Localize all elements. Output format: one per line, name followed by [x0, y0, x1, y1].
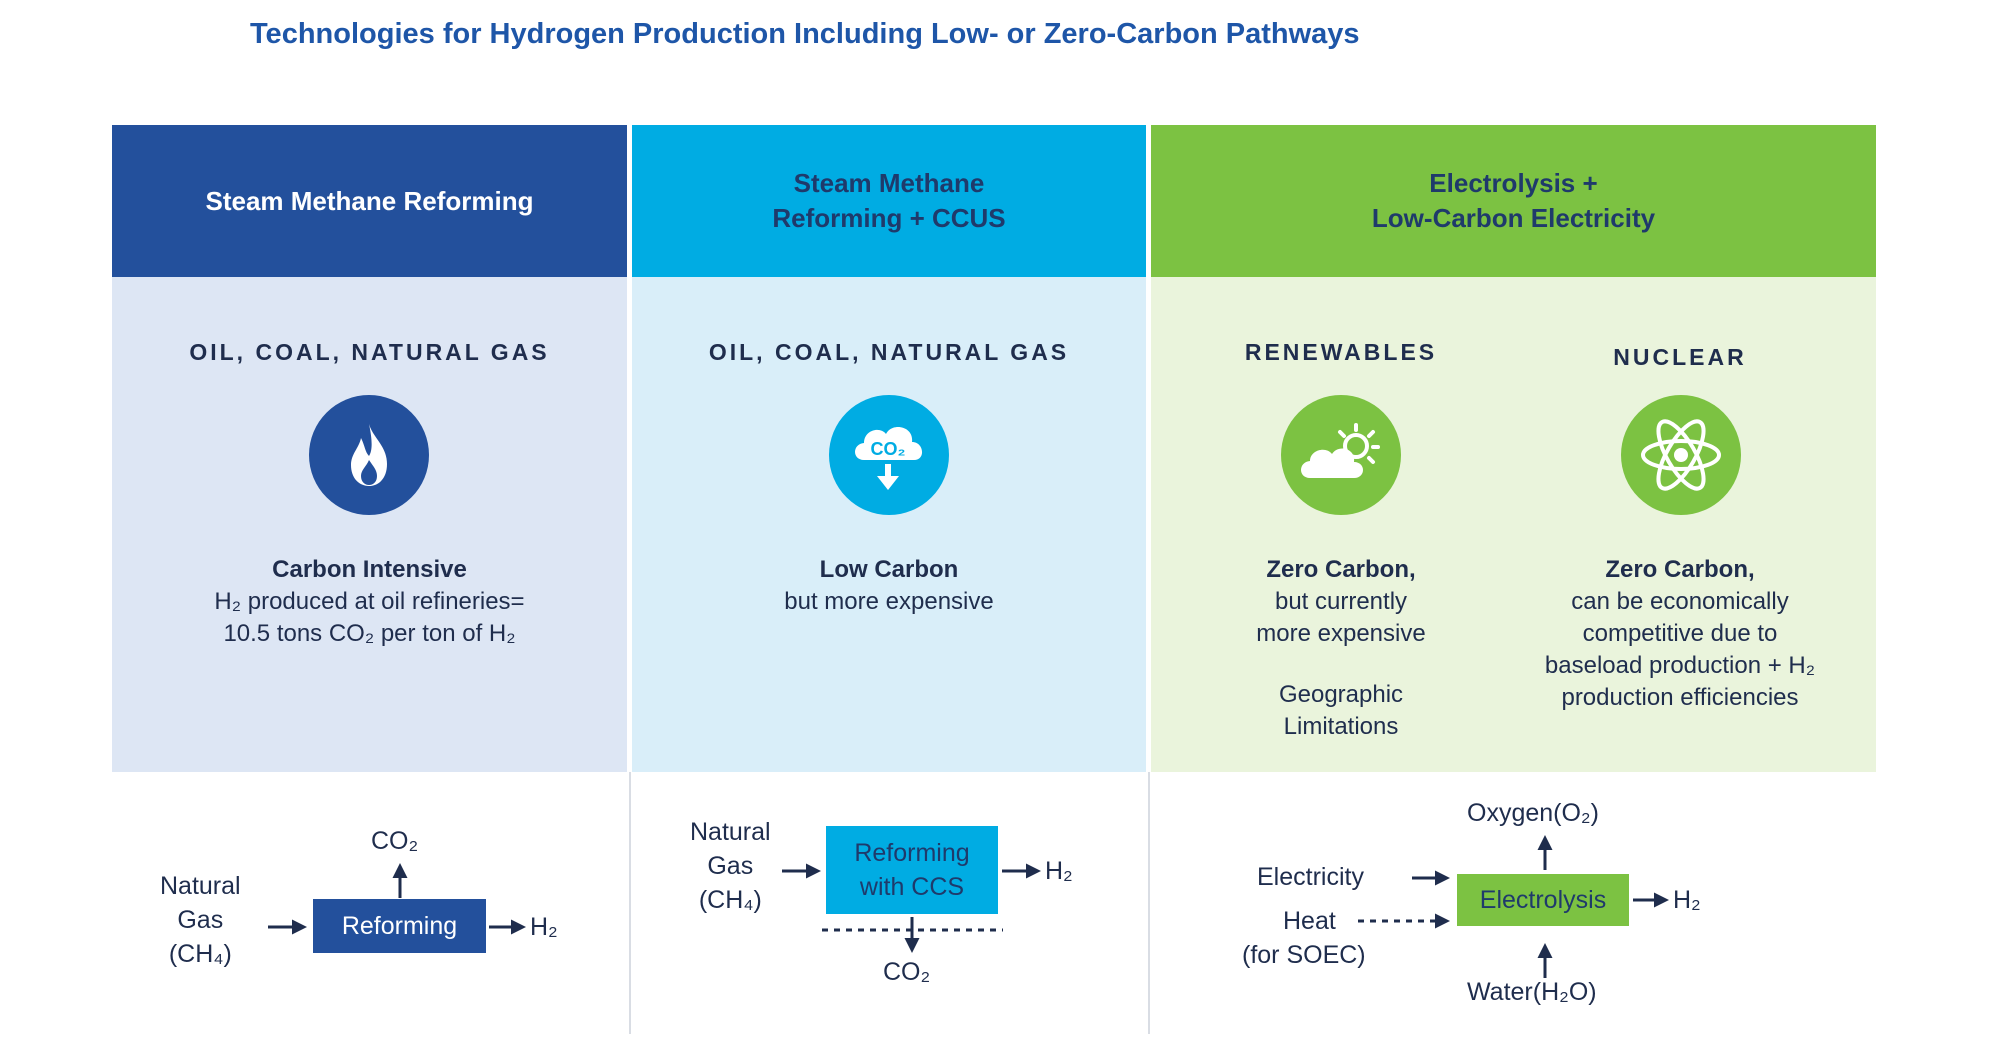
- column-header: Steam Methane Reforming: [112, 125, 627, 277]
- description-title: Zero Carbon,: [1605, 556, 1755, 583]
- input-natural-gas: Natural Gas (CH₄): [690, 815, 771, 917]
- sun-cloud-icon: [1281, 395, 1401, 515]
- flame-icon: [309, 395, 429, 515]
- box-line: with CCS: [859, 873, 965, 901]
- reforming-box: Reforming: [313, 899, 486, 953]
- description: Low Carbon but more expensive: [632, 554, 1146, 618]
- column-header-line: Electrolysis +: [1429, 168, 1598, 198]
- description: Carbon Intensive H₂ produced at oil refi…: [112, 554, 627, 650]
- input-natural-gas: Natural Gas (CH₄): [160, 869, 241, 971]
- input-heat: Heat: [1283, 907, 1336, 935]
- column-header: Steam Methane Reforming + CCUS: [632, 125, 1146, 277]
- column-electrolysis: Electrolysis + Low-Carbon Electricity RE…: [1151, 125, 1876, 772]
- description-nuclear: Zero Carbon, can be economically competi…: [1490, 554, 1870, 714]
- input-line: Natural: [160, 872, 241, 900]
- column-header: Electrolysis + Low-Carbon Electricity: [1151, 125, 1876, 277]
- co2-cloud-capture-icon: CO₂: [829, 395, 949, 515]
- column-body: OIL, COAL, NATURAL GAS Carbon Intensive …: [112, 277, 627, 772]
- input-line: (CH₄): [698, 886, 762, 914]
- note-geographic-limitations: Geographic Limitations: [1151, 679, 1531, 743]
- source-label-nuclear: NUCLEAR: [1613, 344, 1747, 370]
- output-h2: H₂: [530, 913, 558, 941]
- description-line: but currently: [1274, 588, 1408, 615]
- output-h2: H₂: [1045, 857, 1073, 885]
- column-smr-ccus: Steam Methane Reforming + CCUS OIL, COAL…: [632, 125, 1146, 772]
- description-line: can be economically: [1571, 588, 1789, 615]
- description-renewables: Zero Carbon, but currently more expensiv…: [1151, 554, 1531, 650]
- input-water: Water(H₂O): [1467, 978, 1597, 1006]
- output-co2: CO₂: [883, 958, 931, 986]
- description-line: baseload production + H₂: [1544, 652, 1816, 679]
- column-body: RENEWABLES NUCLEAR: [1151, 277, 1876, 772]
- input-line: Natural: [690, 818, 771, 846]
- output-h2: H₂: [1673, 886, 1701, 914]
- input-line: (CH₄): [168, 940, 232, 968]
- description-line: production efficiencies: [1561, 684, 1799, 711]
- description-title: Low Carbon: [819, 556, 959, 583]
- page-title: Technologies for Hydrogen Production Inc…: [250, 18, 1360, 50]
- reforming-ccs-box: Reforming with CCS: [826, 826, 998, 914]
- description-line: but more expensive: [784, 588, 994, 615]
- description-line: 10.5 tons CO₂ per ton of H₂: [223, 620, 516, 647]
- box-line: Reforming: [854, 839, 970, 867]
- source-label: OIL, COAL, NATURAL GAS: [708, 339, 1070, 365]
- column-body: OIL, COAL, NATURAL GAS CO₂ Low Carbon bu…: [632, 277, 1146, 772]
- atom-icon: [1621, 395, 1741, 515]
- output-co2: CO₂: [371, 827, 419, 855]
- section-divider: [629, 772, 631, 1034]
- input-line: Gas: [177, 906, 224, 934]
- description-line: competitive due to: [1582, 620, 1778, 647]
- column-steam-methane-reforming: Steam Methane Reforming OIL, COAL, NATUR…: [112, 125, 627, 772]
- column-header-line: Low-Carbon Electricity: [1371, 203, 1656, 233]
- source-label: OIL, COAL, NATURAL GAS: [189, 339, 550, 365]
- output-oxygen: Oxygen(O₂): [1467, 799, 1599, 827]
- input-electricity: Electricity: [1257, 863, 1364, 891]
- source-label-renewables: RENEWABLES: [1244, 339, 1438, 365]
- column-header-line: Reforming + CCUS: [772, 203, 1006, 233]
- co2-icon-text: CO₂: [871, 439, 906, 459]
- note-line: Limitations: [1283, 713, 1399, 740]
- description-title: Carbon Intensive: [272, 556, 467, 583]
- column-header-line: Steam Methane: [793, 168, 985, 198]
- note-line: Geographic: [1278, 681, 1404, 708]
- column-header-label: Steam Methane Reforming: [205, 185, 534, 216]
- input-heat-sub: (for SOEC): [1242, 941, 1366, 969]
- electrolysis-box: Electrolysis: [1457, 874, 1629, 926]
- description-line: more expensive: [1256, 620, 1426, 647]
- description-line: H₂ produced at oil refineries=: [214, 588, 525, 615]
- description-title: Zero Carbon,: [1266, 556, 1416, 583]
- section-divider: [1148, 772, 1150, 1034]
- input-line: Gas: [707, 852, 754, 880]
